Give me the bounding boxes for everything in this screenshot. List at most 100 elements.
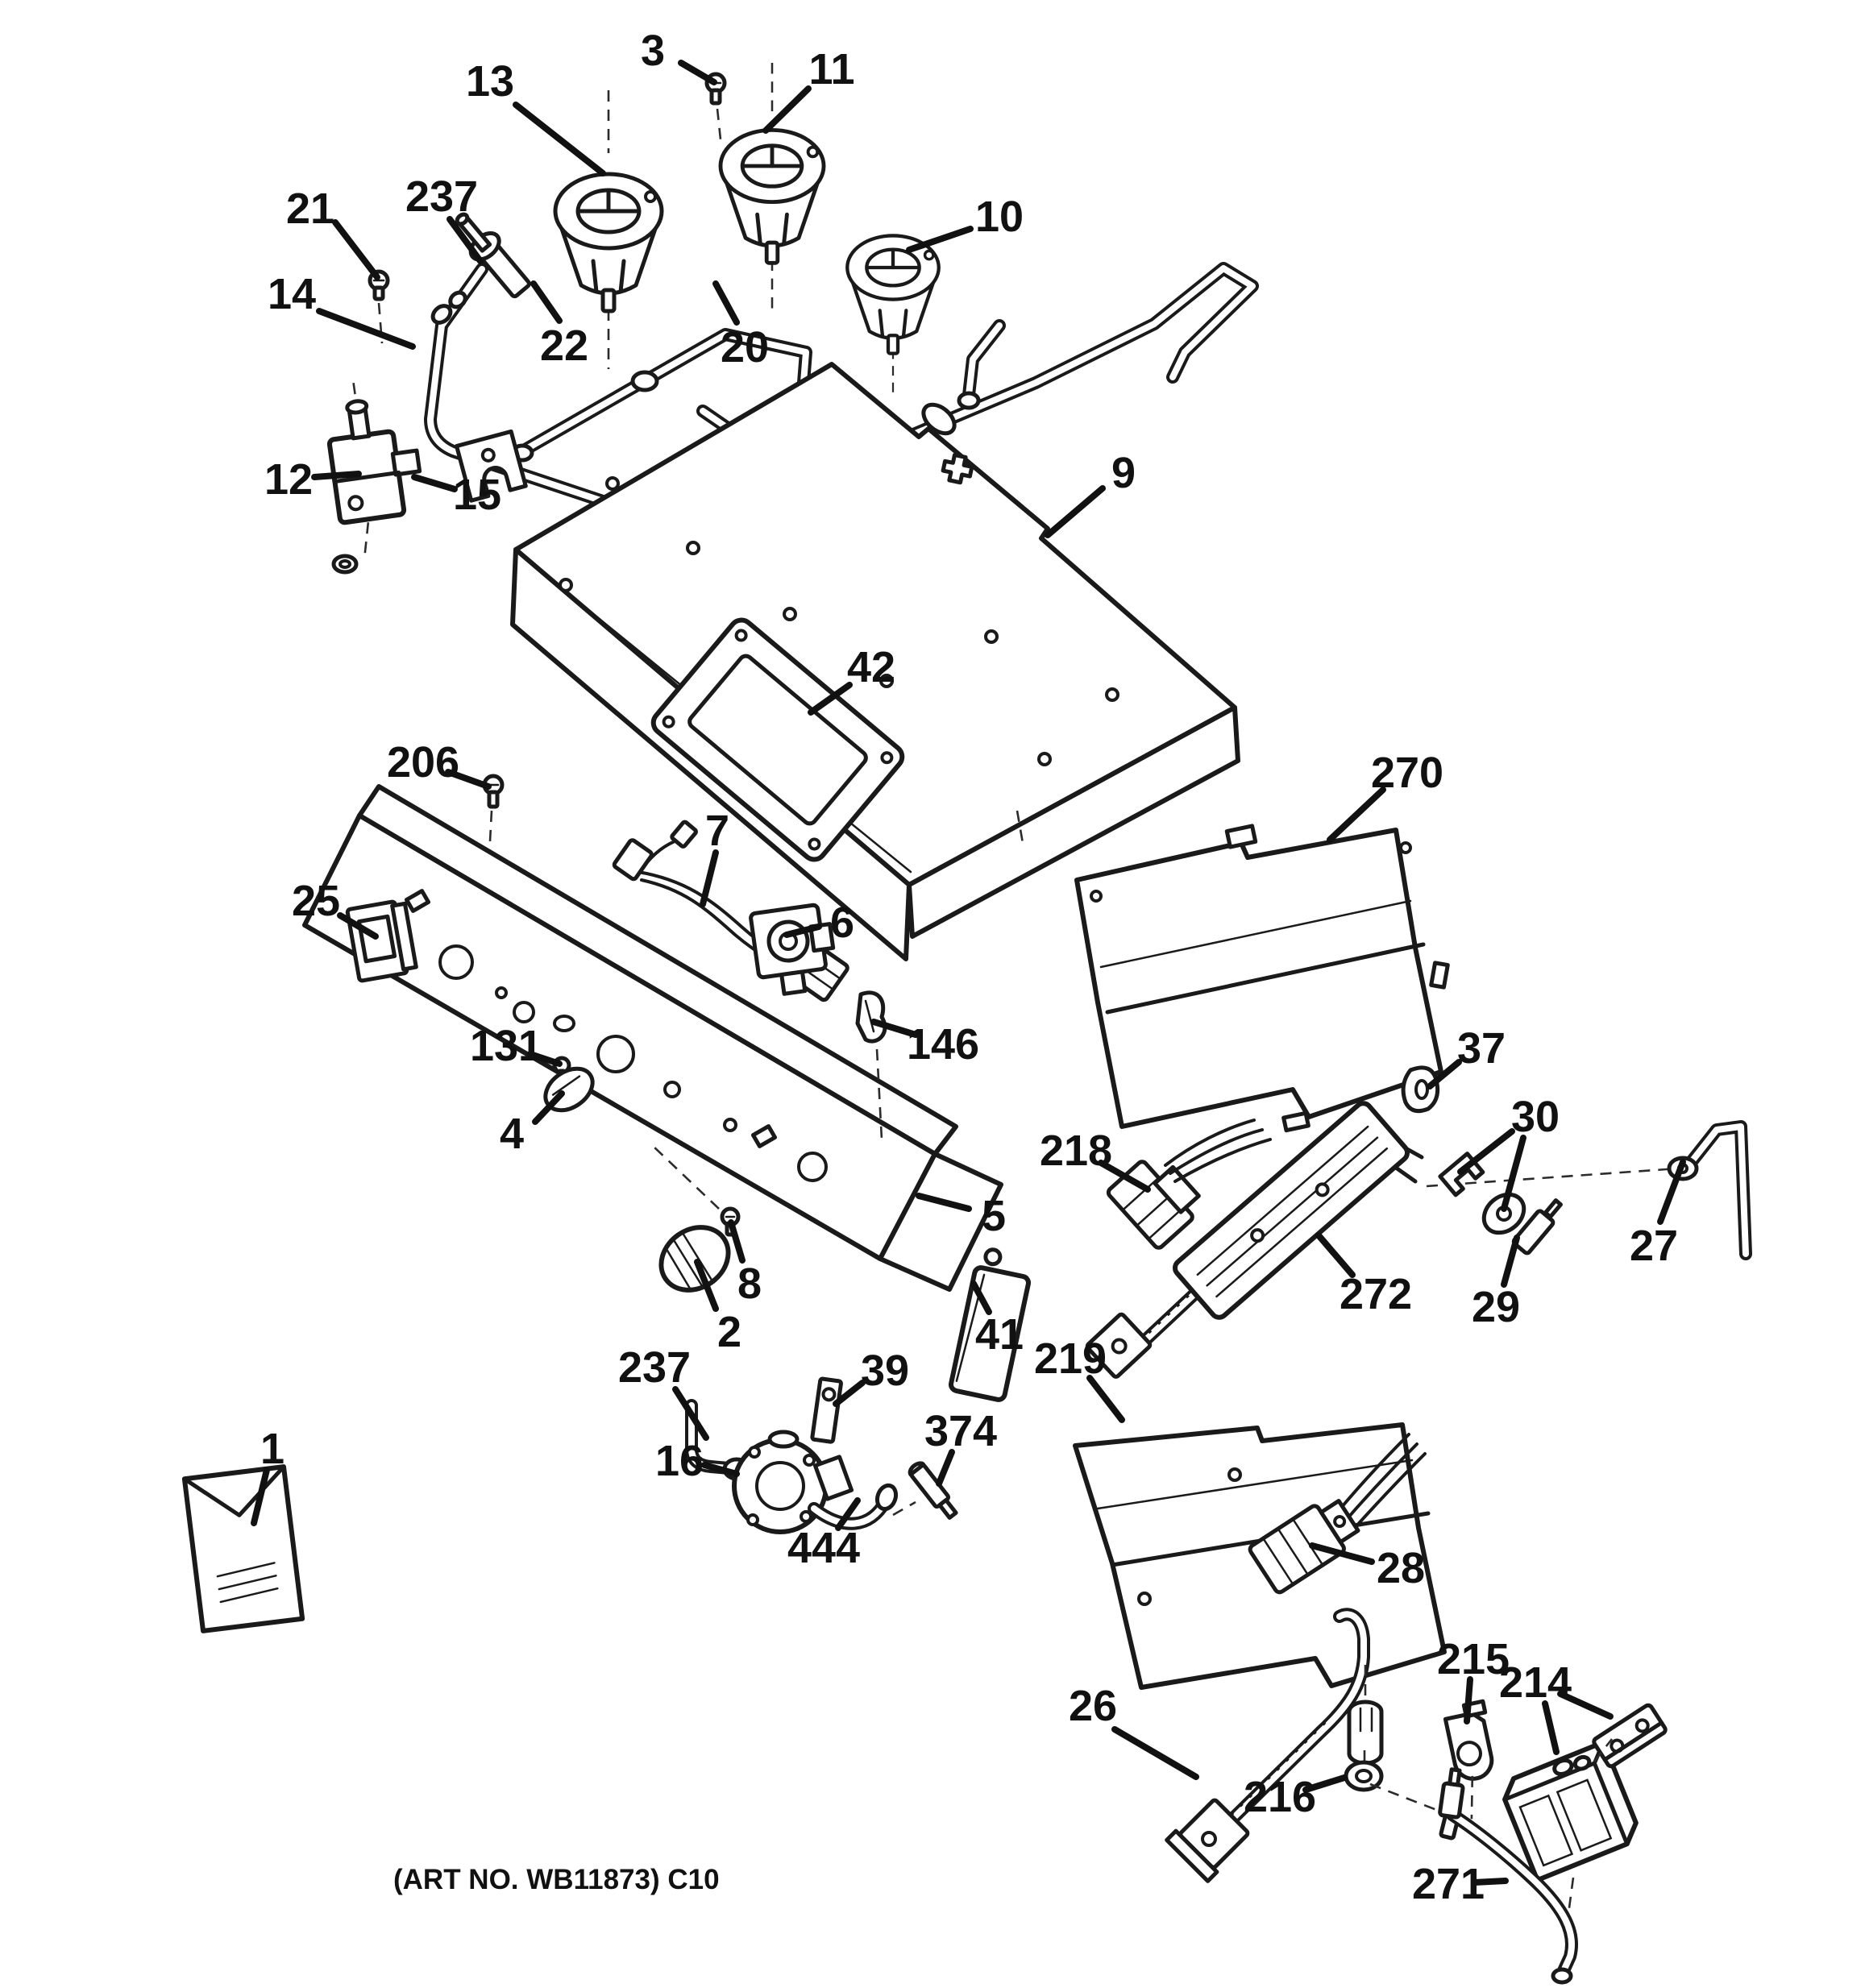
leader-line-444 [835,1497,861,1531]
part-label-29-27: 29 [1472,1283,1520,1331]
surface-burner-base-10 [845,234,941,396]
washer [448,290,467,309]
gas-tube-27 [1667,1120,1752,1260]
part-label-37-20: 37 [1457,1024,1506,1073]
leader-line-6 [783,923,822,938]
part-label-10-3: 10 [975,193,1024,241]
part-label-215-40: 215 [1437,1635,1510,1683]
leader-line-10 [906,226,974,253]
leader-line-16 [701,1462,740,1477]
part-label-8-30: 8 [737,1260,762,1308]
part-label-14-6: 14 [268,270,316,318]
part-label-7-15: 7 [705,807,729,855]
leader-line-214 [1557,1691,1614,1720]
part-label-5-24: 5 [982,1192,1006,1240]
leader-line-374 [936,1449,955,1487]
leader-line-271 [1471,1878,1509,1886]
leader-line-219 [1086,1375,1125,1423]
part-label-30-22: 30 [1511,1093,1560,1141]
part-label-206-13: 206 [387,738,459,786]
part-label-42-12: 42 [847,643,895,691]
part-label-271-43: 271 [1412,1860,1485,1908]
wire-connector-28 [1248,1433,1427,1595]
bracket-39 [810,1376,843,1444]
igniter-connector-218 [1106,1160,1201,1250]
part-label-2-29: 2 [717,1308,741,1356]
leader-line-20 [712,280,740,326]
leader-line-9 [1045,485,1106,538]
heat-shield-270 [1074,824,1450,1133]
leader-line-5 [916,1193,972,1212]
part-label-219-31: 219 [1034,1334,1107,1383]
part-label-237-32: 237 [618,1343,691,1392]
oven-burner-26 [1165,1608,1450,1883]
part-label-11-2: 11 [808,45,854,93]
switch-6 [749,903,836,996]
leader-line-25 [337,912,379,940]
part-label-25-17: 25 [292,877,340,925]
part-label-22-7: 22 [540,322,588,370]
leader-line-29 [1501,1235,1520,1288]
leader-line-1 [251,1467,270,1526]
side-trim-41 [949,1247,1031,1402]
leader-line-12 [311,471,362,480]
surface-burner-base-13 [553,90,664,369]
leader-line-42 [808,682,853,716]
burner-tube-20 [667,262,1259,545]
grommet-37 [1401,1065,1440,1114]
leader-line-15 [411,474,458,492]
leader-line-4 [532,1090,565,1125]
part-label-39-33: 39 [861,1347,909,1395]
orifice-valve-237-top [455,212,531,299]
pressure-regulator-12 [326,382,422,556]
part-label-214-41: 214 [1499,1658,1572,1707]
leader-line-131 [527,1051,563,1067]
leader-line-146 [870,1019,919,1038]
part-label-26-39: 26 [1069,1682,1117,1730]
igniter-sleeve-30 [1481,1192,1526,1235]
part-label-6-16: 6 [830,899,854,947]
vent-cutout-42 [650,617,905,862]
manifold-panel-5 [302,784,1003,1292]
leader-line-14 [316,308,416,350]
part-label-13-0: 13 [466,57,514,106]
part-label-9-11: 9 [1111,449,1136,497]
leader-line-37 [1427,1059,1462,1089]
leader-line-272 [1315,1232,1356,1278]
part-label-237-5: 237 [405,172,478,221]
part-label-28-38: 28 [1377,1544,1425,1592]
leader-line-7 [700,849,719,907]
knob-2 [658,1225,731,1293]
clip-146 [855,990,887,1140]
igniter-bracket-215 [1443,1699,1494,1820]
electrode-29 [1511,1198,1563,1255]
switch-25 [345,899,418,983]
part-label-374-35: 374 [924,1407,997,1455]
screw-206 [482,774,505,873]
nut-216 [1344,1760,1384,1792]
part-label-41-28: 41 [975,1310,1024,1359]
part-label-444-36: 444 [787,1524,860,1572]
leader-line-11 [762,85,812,134]
spark-module-214 [1502,1740,1639,1883]
orifice-374 [908,1461,958,1520]
part-label-146-18: 146 [907,1020,979,1069]
leader-line-26 [1111,1726,1199,1780]
leader-line-30 [1501,1135,1526,1212]
washer [430,304,453,325]
leader-line-13 [513,102,606,176]
leader-line-237 [447,216,484,264]
burner-cover-272 [1172,1101,1410,1320]
leader-line-27 [1657,1159,1686,1225]
nut-below-regulator [331,554,359,575]
leader-line-270 [1327,786,1386,843]
leader-line-30 [1457,1128,1515,1175]
leader-line-21 [332,219,380,280]
burner-clamp [1347,1700,1384,1766]
part-label-4-21: 4 [500,1110,524,1158]
part-label-1-37: 1 [260,1425,285,1473]
broil-burner-assembly [1085,1065,1752,1379]
leader-line-215 [1464,1676,1473,1724]
